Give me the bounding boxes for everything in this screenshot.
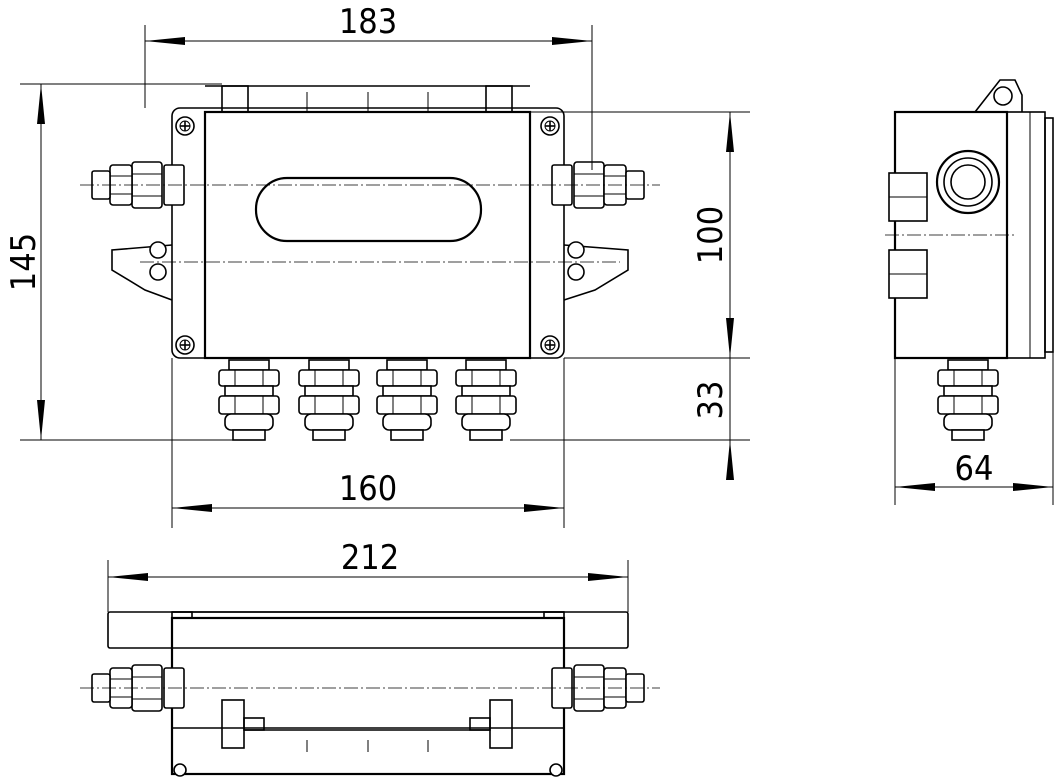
- screw-icon: [175, 335, 195, 355]
- plan-view: [80, 611, 660, 777]
- cable-gland-bottom: [298, 359, 360, 441]
- box-body: [203, 110, 532, 360]
- dimension-212: 212: [107, 538, 629, 612]
- dimension-145: 145: [4, 83, 250, 441]
- top-hinges: [205, 85, 530, 113]
- screw-icon: [540, 335, 560, 355]
- dim-label-side-depth: 64: [955, 449, 994, 489]
- front-view: [80, 85, 660, 441]
- dim-label-top-width: 183: [339, 2, 397, 42]
- cable-gland-side: [937, 359, 999, 441]
- dimension-64: 64: [894, 350, 1054, 505]
- dimension-183: 183: [144, 2, 593, 170]
- dim-label-bottom-width: 160: [339, 469, 397, 509]
- dimension-33: 33: [510, 358, 750, 480]
- dim-label-gland-height: 33: [691, 381, 731, 420]
- dim-label-box-height: 100: [691, 206, 731, 264]
- mounting-bracket-right: [563, 241, 629, 301]
- screw-icon: [540, 116, 560, 136]
- dimension-100: 100: [530, 111, 750, 359]
- screw-icon: [175, 116, 195, 136]
- cable-gland-bottom: [218, 359, 280, 441]
- mounting-plate: [171, 107, 565, 359]
- side-view: [885, 79, 1054, 441]
- dimension-160: 160: [171, 358, 565, 528]
- dim-label-overall-height: 145: [4, 233, 44, 291]
- cable-gland-bottom: [376, 359, 438, 441]
- display-window: [254, 176, 483, 243]
- mounting-bracket-left: [111, 241, 173, 301]
- cable-gland-bottom: [455, 359, 517, 441]
- dim-label-overall-length: 212: [341, 538, 399, 578]
